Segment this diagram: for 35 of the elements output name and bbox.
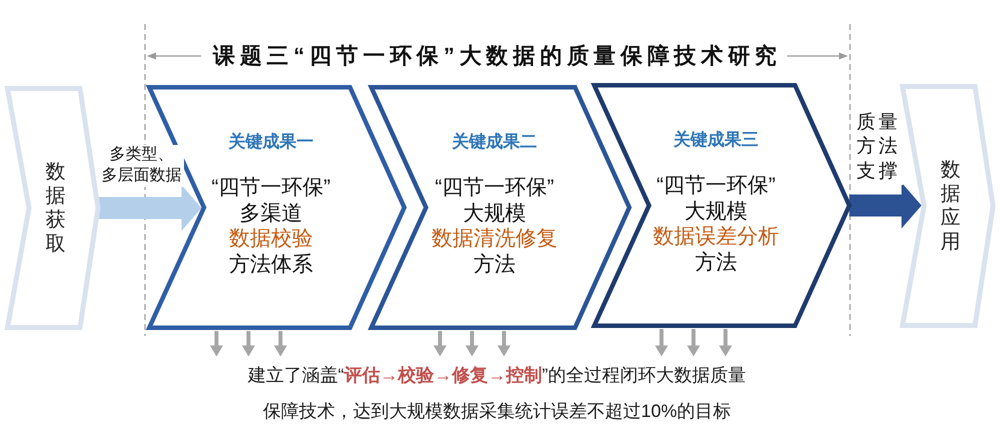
arrow (498, 331, 510, 356)
arrow (242, 331, 255, 356)
step-text: “四节一环保” (656, 174, 776, 198)
step-text: “四节一环保” (435, 176, 554, 200)
process-step (592, 83, 852, 328)
highlight-text: 数据误差分析 (653, 225, 779, 250)
stage-label: 数据获取 (45, 160, 66, 256)
step-heading: 关键成果一 (228, 132, 314, 152)
step-text: “四节一环保” (212, 176, 330, 200)
arrow (274, 331, 287, 356)
arrow (434, 331, 446, 356)
highlight-text: 数据清洗修复 (432, 227, 558, 252)
process-step (369, 85, 632, 330)
highlight-text: 数据校验 (229, 227, 313, 252)
arrow (719, 329, 732, 356)
stage-panel (900, 84, 996, 328)
block-arrow (849, 182, 922, 228)
title: 课题三“四节一环保”大数据的质量保障技术研究 (213, 43, 782, 70)
step-text: 方法 (695, 250, 737, 275)
block-arrow (98, 185, 202, 231)
step-heading: 关键成果二 (452, 132, 537, 152)
arrow (210, 331, 223, 356)
step-text: 方法 (474, 252, 516, 277)
edge-label: 多类型、多层面数据 (99, 145, 184, 187)
step-text: 大规模 (684, 200, 748, 224)
arrow (655, 329, 668, 356)
step-heading: 关键成果三 (674, 130, 758, 150)
step-text: 多渠道 (240, 202, 302, 226)
summary-text: 建立了涵盖“评估→校验→修复→控制”的全过程闭环大数据质量保障技术，达到大规模数据采集统计误差不超过10%的目标 (245, 357, 749, 429)
step-text: 大规模 (463, 202, 526, 226)
arrow (687, 329, 700, 356)
arrow (466, 331, 478, 356)
stage-panel (5, 86, 101, 330)
step-text: 方法体系 (229, 252, 313, 277)
stage-label: 数据应用 (940, 158, 961, 254)
